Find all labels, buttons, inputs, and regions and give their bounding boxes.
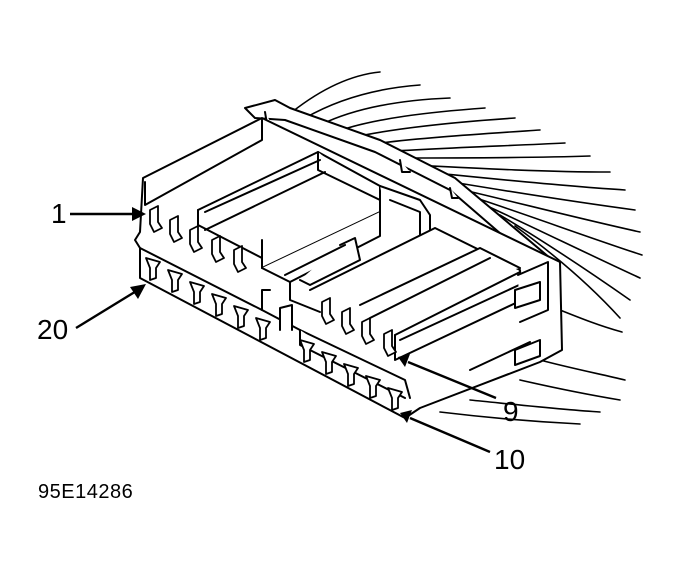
lower-cavities: [145, 257, 403, 411]
upper-cavities: [149, 205, 397, 357]
connector-body: [134, 117, 563, 419]
arrow-pin-1: [70, 207, 146, 221]
figure-code: 95E14286: [38, 481, 134, 503]
callout-pin-1: 1: [51, 198, 67, 229]
arrow-pin-9: [398, 354, 497, 400]
callout-pin-20: 20: [37, 314, 69, 345]
arrow-pin-20: [75, 284, 146, 330]
callout-pin-10: 10: [494, 444, 526, 475]
callout-pin-9: 9: [503, 396, 519, 427]
leader-arrows: [70, 207, 497, 454]
arrow-pin-10: [400, 410, 491, 454]
